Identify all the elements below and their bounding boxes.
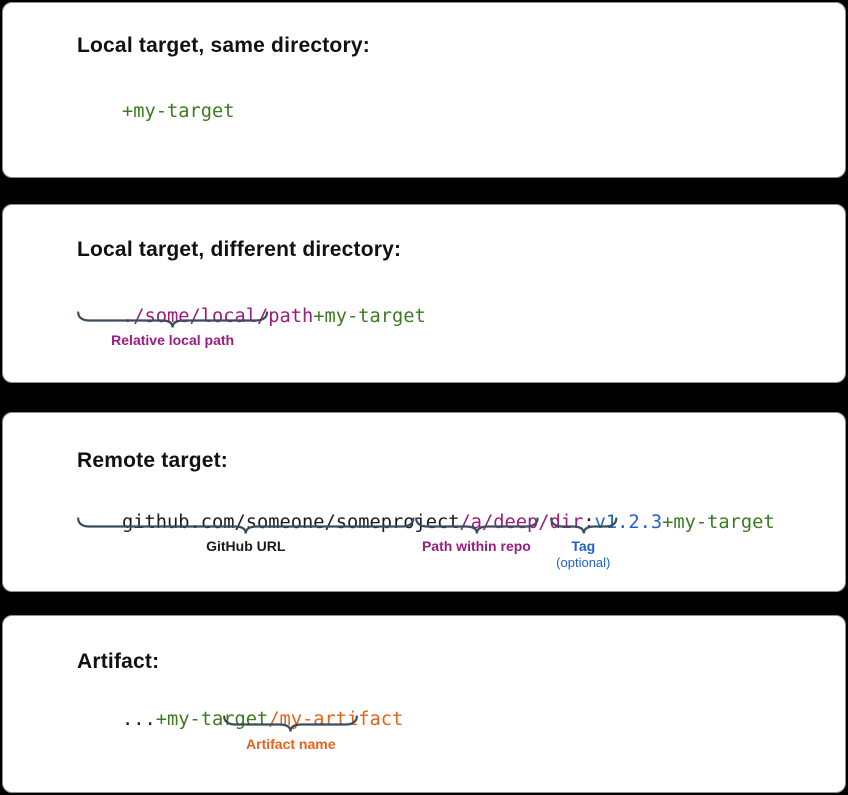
code-github-url: github.com/someone/someproject <box>122 512 460 533</box>
underbrace-icon <box>549 517 617 534</box>
underbrace-icon <box>414 517 539 534</box>
code-target-name: +my-target <box>313 306 426 327</box>
annotation-row: Artifact name <box>77 715 845 787</box>
code-repo-path: /a/deep/dir <box>459 512 584 533</box>
panel-remote-target: Remote target: github.com/someone/somepr… <box>2 412 846 592</box>
code-line: +my-target <box>77 79 235 145</box>
code-colon-separator: : <box>583 512 595 533</box>
relative-local-path-annotation: Relative local path <box>77 311 269 381</box>
brace-label: Artifact name <box>246 736 336 752</box>
artifact-name-annotation: Artifact name <box>223 715 359 785</box>
brace-sublabel: (optional) <box>556 555 611 570</box>
underbrace-icon <box>77 311 269 328</box>
brace-label: Tag <box>571 538 596 554</box>
annotation-row: GitHub URL Path within repo Tag (optiona… <box>77 517 845 589</box>
panel-heading: Remote target: <box>77 449 228 472</box>
brace-label: GitHub URL <box>206 538 286 554</box>
code-target-name: +my-target <box>122 101 235 122</box>
code-target-name: +my-target <box>662 512 775 533</box>
code-ellipsis: ... <box>122 709 156 730</box>
path-within-repo-annotation: Path within repo <box>414 517 539 587</box>
underbrace-icon <box>223 715 359 732</box>
panel-local-target-different-directory: Local target, different directory: ./som… <box>2 204 846 383</box>
panel-artifact: Artifact: ...+my-target/my-artifact Arti… <box>2 615 846 793</box>
code-line: github.com/someone/someproject/a/deep/di… <box>77 490 775 556</box>
annotation-row: Relative local path <box>77 311 845 383</box>
brace-label: Relative local path <box>111 332 235 348</box>
tag-annotation: Tag (optional) <box>549 517 618 587</box>
panel-local-target-same-directory: Local target, same directory: +my-target <box>2 2 846 178</box>
panel-heading: Local target, same directory: <box>77 34 370 57</box>
github-url-annotation: GitHub URL <box>77 517 415 587</box>
brace-label: Path within repo <box>421 538 531 554</box>
panel-heading: Artifact: <box>77 650 160 673</box>
code-tag: v1.2.3 <box>594 512 663 533</box>
underbrace-icon <box>77 517 415 534</box>
panel-heading: Local target, different directory: <box>77 238 402 261</box>
